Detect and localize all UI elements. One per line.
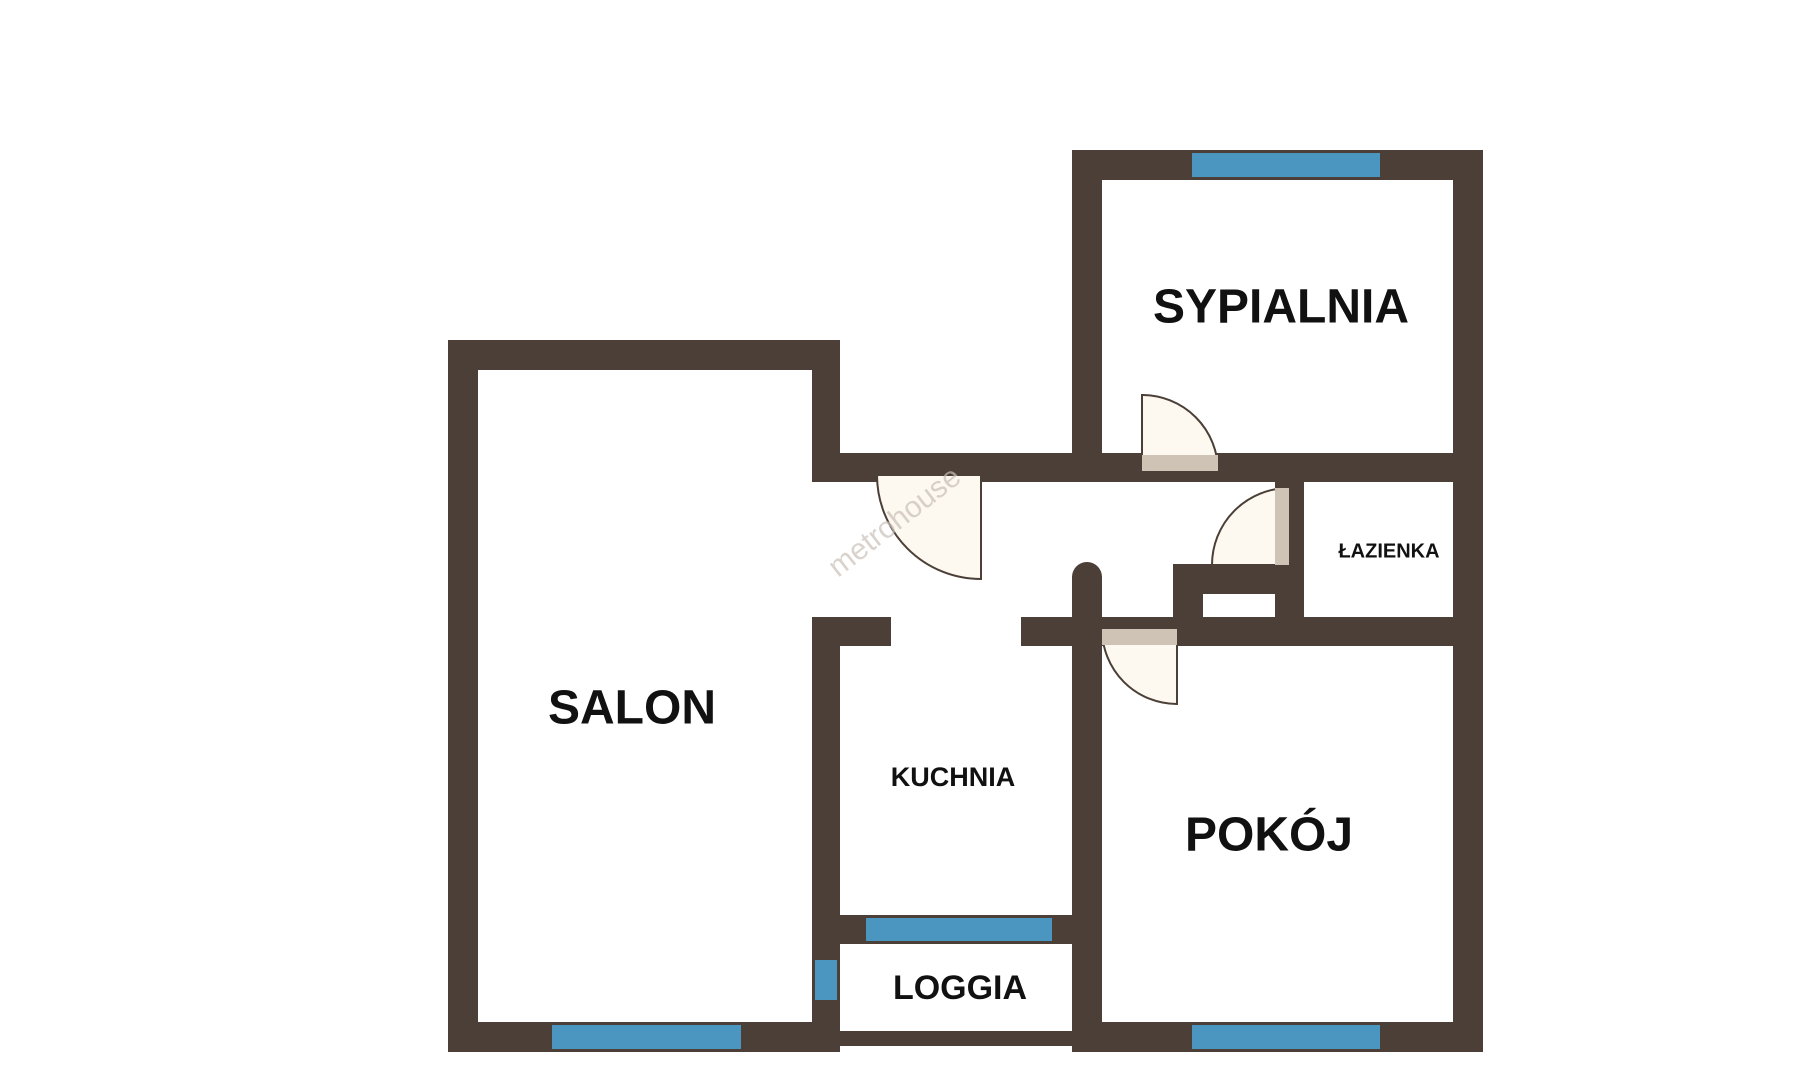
salon-door bbox=[875, 474, 982, 581]
room-label-sypialnia: SYPIALNIA bbox=[1153, 281, 1409, 334]
room-label-lazienka: ŁAZIENKA bbox=[1338, 540, 1439, 562]
salon-window bbox=[552, 1025, 741, 1049]
room-label-kuchnia: KUCHNIA bbox=[891, 762, 1016, 792]
pokoj-door-leaf bbox=[1102, 629, 1177, 645]
room-label-salon: SALON bbox=[548, 682, 716, 735]
lazienka-door-leaf bbox=[1275, 488, 1289, 565]
kitchen-stub-wall bbox=[812, 617, 891, 646]
sypialnia-window bbox=[1192, 153, 1380, 177]
right-outer-wall bbox=[1453, 150, 1483, 1052]
loggia-bottom-wall bbox=[840, 1031, 1072, 1046]
salon-left-wall bbox=[448, 340, 478, 1052]
salon-top-wall bbox=[448, 340, 840, 370]
room-label-loggia: LOGGIA bbox=[893, 969, 1027, 1007]
hall-vertical-wall-base bbox=[1072, 600, 1102, 1052]
kitchen-window bbox=[866, 918, 1052, 941]
sypialnia-left-wall bbox=[1072, 150, 1102, 482]
pokoj-window bbox=[1192, 1025, 1380, 1049]
loggia-side-window bbox=[815, 960, 837, 1000]
bathroom-niche bbox=[1203, 594, 1275, 617]
sypialnia-door-leaf bbox=[1142, 455, 1218, 471]
windows bbox=[552, 153, 1380, 1049]
doors bbox=[875, 393, 1290, 706]
room-label-pokoj: POKÓJ bbox=[1185, 807, 1353, 862]
